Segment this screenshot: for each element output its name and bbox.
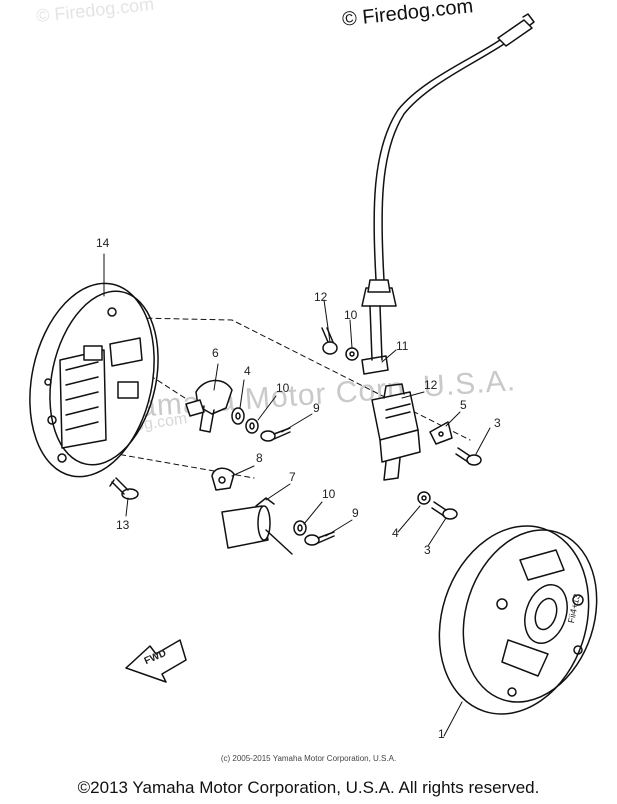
flywheel-rotor-1	[438, 525, 598, 715]
lead-wire	[361, 13, 535, 307]
callout-3-lower: 3	[424, 543, 431, 557]
callout-10-lower: 10	[322, 487, 336, 501]
callout-4-lower: 4	[392, 526, 399, 540]
callout-4-upper: 4	[244, 364, 251, 378]
footer-copyright: ©2013 Yamaha Motor Corporation, U.S.A. A…	[77, 778, 540, 797]
washer-4-lower	[417, 491, 431, 505]
callout-10-upper: 10	[276, 381, 290, 395]
screw-9-lower	[304, 531, 335, 546]
callout-9-lower: 9	[352, 506, 359, 520]
callout-12-coil: 12	[424, 378, 438, 392]
callout-9-upper: 9	[313, 401, 320, 415]
callout-5: 5	[460, 398, 467, 412]
screw-3-upper	[455, 447, 482, 466]
stator-base-plate	[29, 282, 159, 478]
screw-9-upper	[260, 427, 291, 442]
callout-11: 11	[396, 339, 409, 353]
callout-3-upper: 3	[494, 416, 501, 430]
forward-arrow-icon	[125, 639, 187, 683]
washer-10-lower	[293, 520, 307, 536]
callout-12-upper: 12	[314, 290, 328, 304]
screw-13	[109, 477, 139, 500]
clip-5	[429, 421, 453, 445]
coil-12	[371, 383, 421, 481]
callout-8: 8	[256, 451, 263, 465]
contact-breaker-6	[185, 379, 233, 433]
clamp-8	[211, 467, 235, 491]
screw-3-lower	[431, 501, 458, 520]
callout-10-wire: 10	[344, 308, 358, 322]
bracket-11	[361, 305, 389, 375]
callout-14: 14	[96, 236, 110, 250]
washer-4-upper	[231, 407, 245, 425]
callout-13: 13	[116, 518, 130, 532]
callout-1: 1	[438, 727, 445, 741]
footer-small-credit: (c) 2005-2015 Yamaha Motor Corporation, …	[220, 754, 397, 763]
washer-10-upper	[245, 418, 259, 434]
washer-10-wire	[345, 347, 359, 361]
callout-7: 7	[289, 470, 296, 484]
callout-6: 6	[212, 346, 219, 360]
callout-leaders	[103, 253, 491, 737]
condenser-7	[221, 497, 293, 555]
